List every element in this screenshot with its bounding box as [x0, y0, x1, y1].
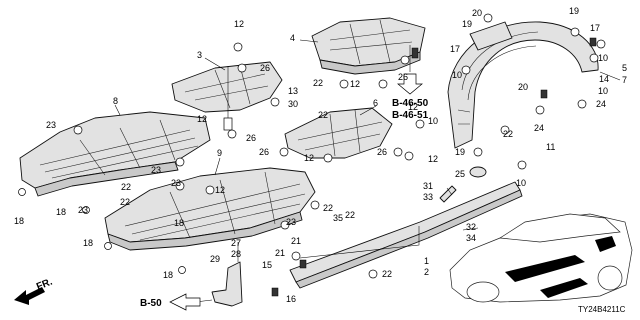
callout-12[interactable]: 12 [428, 154, 438, 164]
callout-32[interactable]: 32 [466, 222, 476, 232]
callout-23[interactable]: 23 [46, 120, 56, 130]
callout-numbers: 12 3 26 4 8 23 13 30 12 26 22 12 6 22 10… [14, 6, 627, 304]
callout-26[interactable]: 26 [260, 63, 270, 73]
callout-27[interactable]: 27 [231, 238, 241, 248]
callout-18[interactable]: 18 [163, 270, 173, 280]
callout-28[interactable]: 28 [231, 249, 241, 259]
callout-26[interactable]: 26 [398, 72, 408, 82]
callout-29[interactable]: 29 [210, 254, 220, 264]
callout-22[interactable]: 22 [313, 78, 323, 88]
callout-35[interactable]: 35 [333, 213, 343, 223]
callout-15[interactable]: 15 [262, 260, 272, 270]
callout-22[interactable]: 22 [323, 203, 333, 213]
callout-23[interactable]: 23 [151, 165, 161, 175]
callout-13[interactable]: 13 [288, 86, 298, 96]
callout-17[interactable]: 17 [590, 23, 600, 33]
front-direction-arrow: FR. [14, 276, 54, 305]
callout-24[interactable]: 24 [596, 99, 606, 109]
callout-33[interactable]: 33 [423, 192, 433, 202]
callout-18[interactable]: 18 [174, 218, 184, 228]
side-sill-garnish-part-1 [289, 181, 523, 289]
callout-31[interactable]: 31 [423, 181, 433, 191]
callout-19[interactable]: 19 [569, 6, 579, 16]
front-label: FR. [35, 276, 54, 292]
fastener-clips [18, 13, 606, 297]
callout-18[interactable]: 18 [56, 207, 66, 217]
reference-arrow-b46: B-46-50 B-46-51 [392, 73, 429, 121]
callout-7[interactable]: 7 [622, 75, 627, 85]
callout-23[interactable]: 23 [78, 205, 88, 215]
callout-30[interactable]: 30 [288, 99, 298, 109]
middle-cover-part-6 [284, 107, 393, 159]
engine-under-cover-part-4 [311, 17, 426, 75]
callout-4[interactable]: 4 [290, 33, 295, 43]
callout-17[interactable]: 17 [450, 44, 460, 54]
callout-12[interactable]: 12 [215, 185, 225, 195]
callout-10[interactable]: 10 [428, 116, 438, 126]
callout-25[interactable]: 25 [455, 169, 465, 179]
callout-14[interactable]: 14 [599, 74, 609, 84]
callout-22[interactable]: 22 [121, 182, 131, 192]
callout-22[interactable]: 22 [345, 210, 355, 220]
callout-26[interactable]: 26 [246, 133, 256, 143]
rear-under-cover-part-9 [104, 167, 316, 251]
callout-22[interactable]: 22 [318, 110, 328, 120]
callout-12[interactable]: 12 [408, 102, 418, 112]
callout-34[interactable]: 34 [466, 233, 476, 243]
callout-24[interactable]: 24 [534, 123, 544, 133]
callout-12[interactable]: 12 [304, 153, 314, 163]
callout-21[interactable]: 21 [291, 236, 301, 246]
callout-12[interactable]: 12 [350, 79, 360, 89]
callout-20[interactable]: 20 [472, 8, 482, 18]
callout-16[interactable]: 16 [286, 294, 296, 304]
callout-21[interactable]: 21 [275, 248, 285, 258]
ref-b-46-51[interactable]: B-46-51 [392, 110, 429, 121]
callout-10[interactable]: 10 [516, 178, 526, 188]
callout-26[interactable]: 26 [259, 147, 269, 157]
callout-2[interactable]: 2 [424, 267, 429, 277]
ref-b-50[interactable]: B-50 [140, 298, 162, 309]
callout-19[interactable]: 19 [455, 147, 465, 157]
callout-20[interactable]: 20 [518, 82, 528, 92]
center-cover-part-3 [171, 61, 283, 131]
callout-5[interactable]: 5 [622, 63, 627, 73]
vehicle-location-illustration [449, 213, 633, 303]
reference-arrow-b50: B-50 [140, 293, 201, 311]
callout-22[interactable]: 22 [382, 269, 392, 279]
callout-3[interactable]: 3 [197, 50, 202, 60]
callout-18[interactable]: 18 [83, 238, 93, 248]
callout-19[interactable]: 19 [462, 19, 472, 29]
callout-10[interactable]: 10 [598, 53, 608, 63]
front-under-cover-part [19, 111, 211, 197]
fender-liner-part-5 [447, 21, 599, 149]
callout-23[interactable]: 23 [286, 217, 296, 227]
callout-10[interactable]: 10 [598, 86, 608, 96]
callout-22[interactable]: 22 [503, 129, 513, 139]
callout-22[interactable]: 22 [120, 197, 130, 207]
callout-9[interactable]: 9 [217, 148, 222, 158]
callout-12[interactable]: 12 [197, 114, 207, 124]
callout-1[interactable]: 1 [424, 256, 429, 266]
callout-10[interactable]: 10 [452, 70, 462, 80]
callout-23[interactable]: 23 [171, 178, 181, 188]
callout-8[interactable]: 8 [113, 96, 118, 106]
diagram-part-code: TY24B4211C [578, 305, 626, 314]
callout-18[interactable]: 18 [14, 216, 24, 226]
callout-12[interactable]: 12 [234, 19, 244, 29]
callout-11[interactable]: 11 [546, 142, 555, 152]
small-parts [439, 166, 487, 203]
callout-26[interactable]: 26 [377, 147, 387, 157]
callout-6[interactable]: 6 [373, 98, 378, 108]
ref-b-46-50[interactable]: B-46-50 [392, 98, 429, 109]
mud-guard-bracket-part-28 [211, 261, 243, 307]
